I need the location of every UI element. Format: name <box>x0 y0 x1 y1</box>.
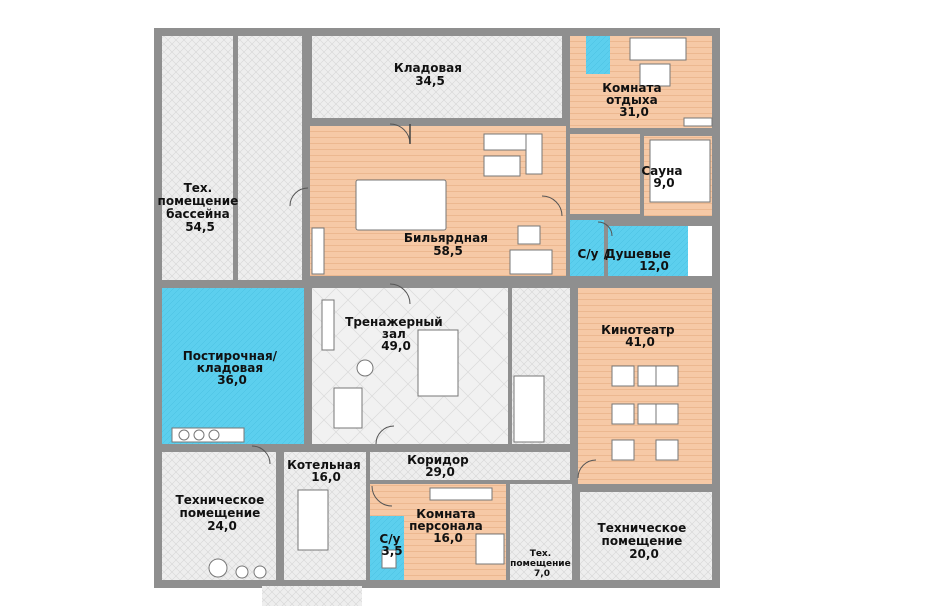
area-sauna: 9,0 <box>653 176 674 190</box>
area-tech-left: 24,0 <box>207 519 237 533</box>
svg-text:Тренажерный зал 49: Тренажерный зал 49,0 <box>345 315 447 353</box>
area-boiler: 16,0 <box>311 470 341 484</box>
tech-right-floor <box>580 492 712 580</box>
label-cinema: Кинотеатр <box>601 323 675 337</box>
svg-text:Комната отдыха 31,: Комната отдыха 31,0 <box>602 81 666 119</box>
label-showers: Душевые <box>605 247 671 261</box>
rest-room-tile <box>586 36 610 74</box>
svg-text:Кинотеатр 41,0: Кинотеатр 41,0 <box>601 323 679 349</box>
area-rest-room: 31,0 <box>619 105 649 119</box>
label-pool-tech-3: бассейна <box>166 207 230 221</box>
tech-small-floor <box>510 484 572 580</box>
label-pool-tech-1: Тех. <box>184 181 213 195</box>
bottom-stair-floor <box>262 586 362 606</box>
area-tech-small: 7,0 <box>534 569 550 579</box>
svg-text:Кладовая 34,5: Кладовая 34,5 <box>394 61 466 88</box>
area-corridor: 29,0 <box>425 465 455 479</box>
svg-text:Техническое помещение: Техническое помещение 24,0 <box>176 493 269 533</box>
area-laundry: 36,0 <box>217 373 247 387</box>
svg-text:Сауна 9,0: Сауна 9,0 <box>641 164 686 190</box>
svg-text:Коридор 29,0: Коридор 29,0 <box>407 453 473 479</box>
area-billiard: 58,5 <box>433 244 463 258</box>
label-tech-left-1: Техническое <box>176 493 265 507</box>
label-boiler: Котельная <box>287 458 361 472</box>
label-tech-right-1: Техническое <box>598 521 687 535</box>
label-gym-2: зал <box>382 327 406 341</box>
svg-text:Котельная 16,0: Котельная 16,0 <box>287 458 365 484</box>
label-pool-tech-2: помещение <box>158 194 239 208</box>
label-sauna: Сауна <box>641 164 682 178</box>
label-tech-left-2: помещение <box>180 506 261 520</box>
area-wc-bottom: 3,5 <box>381 544 402 558</box>
wc-top-floor <box>570 220 604 276</box>
laundry-floor <box>162 288 304 444</box>
svg-text:Тех. помещение 7,0: Тех. помещение 7,0 <box>510 549 574 579</box>
area-staff: 16,0 <box>433 531 463 545</box>
doors <box>251 123 613 507</box>
label-laundry-1: Постирочная/ <box>183 349 278 363</box>
svg-text:Техническое помещение: Техническое помещение 20,0 <box>598 521 691 561</box>
room-labels: Кладовая 34,5 Комната отдыха 31,0 Тех. п… <box>158 61 691 579</box>
label-rest-room-2: отдыха <box>606 93 658 107</box>
area-pool-tech: 54,5 <box>185 220 215 234</box>
furniture <box>171 37 713 579</box>
label-tech-small-2: помещение <box>510 559 571 569</box>
label-wc-top: С/у <box>577 247 598 261</box>
wc-bottom-floor <box>370 516 404 580</box>
area-cinema: 41,0 <box>625 335 655 349</box>
corridor-floor <box>370 452 570 480</box>
label-billiard: Бильярдная <box>404 231 488 245</box>
svg-text:Душевые 12,0: Душевые 12,0 <box>605 247 675 273</box>
label-tech-small-1: Тех. <box>530 549 551 559</box>
area-tech-right: 20,0 <box>629 547 659 561</box>
svg-text:Тех. помещение бас: Тех. помещение бассейна 54,5 <box>158 181 243 234</box>
showers-bench <box>688 226 712 276</box>
label-wc-bottom: С/у <box>379 532 400 546</box>
billiard-annex-floor <box>570 134 640 214</box>
storage-floor <box>312 36 562 118</box>
svg-text:Бильярдная 58,5: Бильярдная 58,5 <box>404 231 492 258</box>
label-wc-sep: / <box>604 247 609 261</box>
label-laundry-2: кладовая <box>197 361 263 375</box>
label-staff-1: Комната <box>416 507 475 521</box>
label-gym-1: Тренажерный <box>345 315 443 329</box>
label-storage: Кладовая <box>394 61 462 75</box>
showers-floor <box>608 226 688 276</box>
svg-text:С/у 3,5: С/у 3,5 <box>379 532 404 558</box>
area-gym: 49,0 <box>381 339 411 353</box>
label-staff-2: персонала <box>409 519 483 533</box>
pool-tech-floor-b <box>238 36 302 280</box>
svg-text:Постирочная/ кладовая: Постирочная/ кладовая 36,0 <box>183 349 282 387</box>
area-showers: 12,0 <box>639 259 669 273</box>
label-tech-right-2: помещение <box>602 534 683 548</box>
label-rest-room-1: Комната <box>602 81 661 95</box>
pool-tech-floor <box>162 36 233 280</box>
label-corridor: Коридор <box>407 453 469 467</box>
area-storage: 34,5 <box>415 74 445 88</box>
svg-text:Комната персонала: Комната персонала 16,0 <box>409 507 487 545</box>
